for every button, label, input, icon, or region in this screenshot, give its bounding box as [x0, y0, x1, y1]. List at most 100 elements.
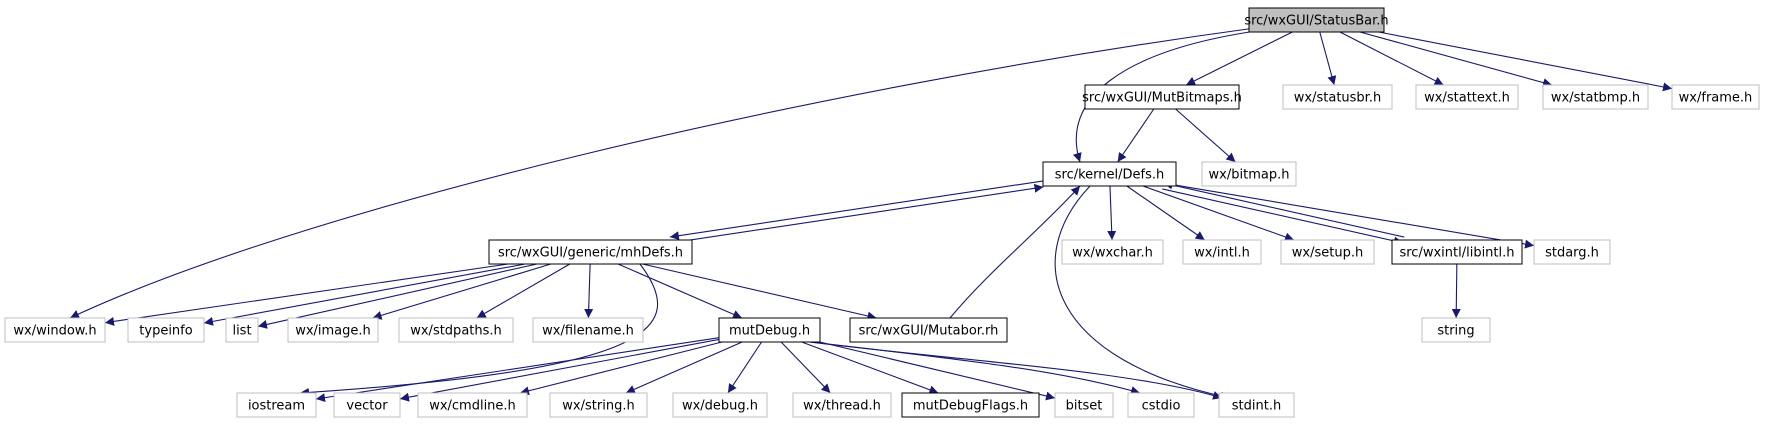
node-box	[1201, 161, 1297, 187]
node-box	[1542, 84, 1649, 110]
edge-mhdefs-to-wximage	[372, 263, 552, 320]
node-wxstdpaths[interactable]: wx/stdpaths.h	[398, 317, 514, 343]
node-mutdebug[interactable]: mutDebug.h	[718, 317, 821, 343]
node-box	[1282, 84, 1393, 110]
node-wxfilename[interactable]: wx/filename.h	[532, 317, 644, 343]
node-wxstring[interactable]: wx/string.h	[549, 392, 648, 418]
node-label: wx/stdpaths.h	[410, 324, 502, 339]
node-typeinfo[interactable]: typeinfo	[127, 317, 205, 343]
node-box	[4, 317, 106, 343]
node-libintl[interactable]: src/wxintl/libintl.h	[1391, 239, 1523, 265]
node-iostream[interactable]: iostream	[236, 392, 317, 418]
node-wxstattext[interactable]: wx/stattext.h	[1415, 84, 1519, 110]
node-label: wx/cmdline.h	[429, 399, 516, 414]
node-label: wx/string.h	[562, 399, 634, 414]
node-box	[1391, 239, 1523, 265]
node-wxwxchar[interactable]: wx/wxchar.h	[1061, 239, 1164, 265]
node-label: src/wxGUI/StatusBar.h	[1244, 14, 1388, 29]
node-label: src/wxGUI/generic/mhDefs.h	[498, 246, 683, 261]
node-defs[interactable]: src/kernel/Defs.h	[1042, 161, 1177, 187]
node-vector[interactable]: vector	[333, 392, 401, 418]
node-bitset[interactable]: bitset	[1054, 392, 1114, 418]
edge-defs-to-wxsetup	[1142, 185, 1295, 242]
node-box	[1415, 84, 1519, 110]
node-box	[1671, 84, 1760, 110]
edge-defs-to-wxwxchar	[1107, 185, 1117, 241]
node-wxthread[interactable]: wx/thread.h	[792, 392, 892, 418]
node-label: wx/wxchar.h	[1072, 246, 1153, 261]
node-label: src/wxGUI/Mutabor.rh	[859, 324, 999, 339]
node-box	[792, 392, 892, 418]
node-wxwindow[interactable]: wx/window.h	[4, 317, 106, 343]
node-box	[1061, 239, 1164, 265]
node-label: wx/image.h	[295, 324, 371, 339]
node-list[interactable]: list	[225, 317, 259, 343]
node-box	[549, 392, 648, 418]
node-label: src/wxGUI/MutBitmaps.h	[1082, 91, 1242, 106]
node-label: cstdio	[1142, 399, 1181, 414]
node-label: wx/statusbr.h	[1294, 91, 1381, 106]
node-box	[849, 317, 1008, 343]
node-stdint[interactable]: stdint.h	[1218, 392, 1295, 418]
node-box	[1042, 161, 1177, 187]
node-statusbar[interactable]: src/wxGUI/StatusBar.h	[1244, 7, 1389, 33]
node-box	[901, 392, 1040, 418]
node-box	[718, 317, 821, 343]
node-wxdebug[interactable]: wx/debug.h	[672, 392, 768, 418]
edge-statusbar-to-mutbitmaps	[1185, 31, 1293, 86]
edge-mhdefs-to-wxwindow	[104, 263, 509, 326]
node-wximage[interactable]: wx/image.h	[287, 317, 379, 343]
edge-mutdebug-to-vector	[399, 338, 720, 402]
edge-mhdefs-to-mutaborrh	[642, 263, 877, 321]
edge-mhdefs-to-list	[257, 263, 538, 329]
node-box	[398, 317, 514, 343]
node-box	[488, 239, 693, 265]
node-wxsetup[interactable]: wx/setup.h	[1280, 239, 1375, 265]
node-wxframe[interactable]: wx/frame.h	[1671, 84, 1760, 110]
node-box	[417, 392, 528, 418]
node-label: mutDebugFlags.h	[913, 399, 1028, 414]
edge-mutbitmaps-to-wxbitmap	[1175, 108, 1236, 163]
node-cstdio[interactable]: cstdio	[1127, 392, 1195, 418]
edge-mutdebug-to-wxcmdline	[519, 341, 723, 396]
node-box	[1280, 239, 1375, 265]
node-box	[127, 317, 205, 343]
node-box	[1533, 239, 1611, 265]
node-string[interactable]: string	[1421, 317, 1491, 343]
edge-statusbar-to-wxstattext	[1339, 31, 1444, 86]
node-mutbitmaps[interactable]: src/wxGUI/MutBitmaps.h	[1082, 84, 1242, 110]
node-box	[236, 392, 317, 418]
edge-mutdebug-to-wxdebug	[727, 341, 763, 394]
edge-mutaborrh-to-defs	[949, 185, 1081, 319]
edge-mutdebug-to-stdint	[809, 341, 1223, 400]
node-label: src/wxintl/libintl.h	[1399, 246, 1514, 261]
node-wxstatbmp[interactable]: wx/statbmp.h	[1542, 84, 1649, 110]
edge-mhdefs-to-wxstdpaths	[476, 263, 571, 319]
node-box	[225, 317, 259, 343]
node-label: wx/stattext.h	[1424, 91, 1510, 106]
node-label: src/kernel/Defs.h	[1055, 168, 1165, 183]
node-mhdefs[interactable]: src/wxGUI/generic/mhDefs.h	[488, 239, 693, 265]
node-box	[1054, 392, 1114, 418]
edge-mutdebug-to-cstdio	[809, 341, 1141, 395]
node-label: string	[1437, 324, 1474, 339]
node-wxstatusbr[interactable]: wx/statusbr.h	[1282, 84, 1393, 110]
node-label: bitset	[1066, 399, 1103, 414]
node-box	[1421, 317, 1491, 343]
edge-statusbar-to-wxframe	[1378, 31, 1673, 92]
node-label: stdarg.h	[1545, 246, 1599, 261]
node-label: wx/filename.h	[542, 324, 634, 339]
edge-mutdebug-to-wxthread	[780, 341, 831, 394]
node-label: typeinfo	[139, 324, 192, 339]
edge-defs-to-mhdefs	[669, 180, 1043, 241]
node-stdarg[interactable]: stdarg.h	[1533, 239, 1611, 265]
node-mutaborrh[interactable]: src/wxGUI/Mutabor.rh	[849, 317, 1008, 343]
node-wxintl[interactable]: wx/intl.h	[1182, 239, 1262, 265]
node-wxbitmap[interactable]: wx/bitmap.h	[1201, 161, 1297, 187]
edge-mhdefs-to-defs	[670, 183, 1044, 244]
node-mutdebugflags[interactable]: mutDebugFlags.h	[901, 392, 1040, 418]
node-label: wx/thread.h	[803, 399, 881, 414]
node-wxcmdline[interactable]: wx/cmdline.h	[417, 392, 528, 418]
edge-defs-to-wxintl	[1126, 185, 1206, 241]
nodes-layer: src/wxGUI/StatusBar.h src/wxGUI/MutBitmap…	[4, 7, 1760, 418]
